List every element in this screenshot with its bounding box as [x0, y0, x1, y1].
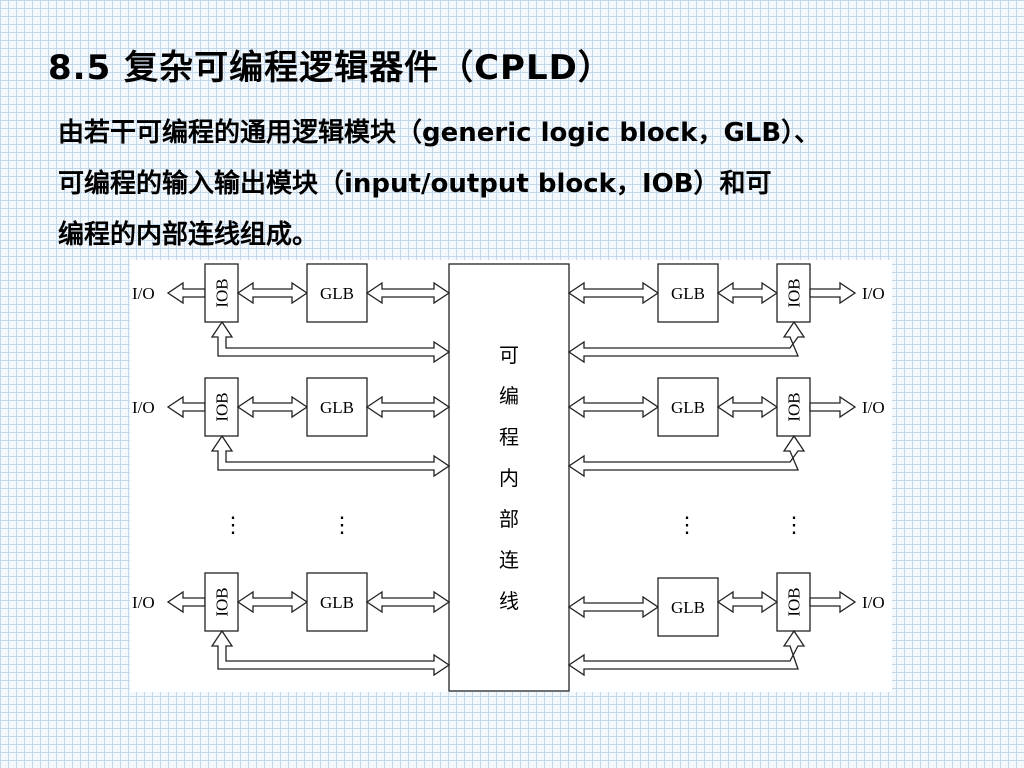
- io-label-right-1: I/O: [862, 284, 885, 303]
- body-line-2: 可编程的输入输出模块（input/output block，IOB）和可: [58, 169, 772, 199]
- ellipsis-2: ⋮: [331, 512, 353, 537]
- interconnect-char: 线: [499, 590, 519, 613]
- glb-bus-arrow-right-3: [567, 595, 660, 619]
- io-arrow-left-3: [166, 590, 206, 614]
- glb-bus-arrow-right-2: [567, 395, 660, 419]
- iob-left-3: [204, 572, 239, 632]
- iob-glb-arrow-right-1: [716, 281, 779, 305]
- iob-left-2-label: IOB: [213, 392, 232, 421]
- io-label-right-2: I/O: [862, 398, 885, 417]
- io-label-left-2: I/O: [132, 398, 155, 417]
- iob-bus-arrow-left-3: [210, 629, 451, 677]
- glb-left-2-label: GLB: [320, 398, 354, 417]
- interconnect-char: 程: [499, 426, 519, 449]
- iob-right-1-label: IOB: [785, 278, 804, 307]
- iob-glb-arrow-right-3: [716, 590, 779, 614]
- ellipsis-4: ⋮: [783, 512, 805, 537]
- io-label-left-1: I/O: [132, 284, 155, 303]
- iob-glb-arrow-left-1: [236, 281, 309, 305]
- interconnect-char: 编: [499, 385, 519, 408]
- iob-left-1-label: IOB: [213, 278, 232, 307]
- glb-right-2-label: GLB: [671, 398, 705, 417]
- glb-bus-arrow-left-1: [365, 281, 451, 305]
- glb-bus-arrow-left-2: [365, 395, 451, 419]
- iob-glb-arrow-left-3: [236, 590, 309, 614]
- glb-right-3: [657, 577, 719, 637]
- glb-right-2: [657, 377, 719, 437]
- io-arrow-left-2: [166, 395, 206, 419]
- interconnect-char: 内: [499, 467, 519, 490]
- slide-body-text: 由若干可编程的通用逻辑模块（generic logic block，GLB）、 …: [58, 108, 1008, 261]
- iob-bus-arrow-right-1: [567, 320, 806, 364]
- iob-bus-arrow-right-2: [567, 434, 806, 478]
- cpld-structure-diagram: 可编程内部连线 I/O IOB GLB GLB IOB I/O I/O IOB GLB GLB IOB…: [130, 260, 892, 692]
- iob-bus-arrow-left-1: [210, 320, 451, 364]
- iob-glb-arrow-left-2: [236, 395, 309, 419]
- glb-left-1-label: GLB: [320, 284, 354, 303]
- io-label-left-3: I/O: [132, 593, 155, 612]
- glb-right-1-label: GLB: [671, 284, 705, 303]
- ellipsis-1: ⋮: [222, 512, 244, 537]
- iob-glb-arrow-right-2: [716, 395, 779, 419]
- io-label-right-3: I/O: [862, 593, 885, 612]
- ellipsis-3: ⋮: [676, 512, 698, 537]
- glb-left-1: [306, 263, 368, 323]
- iob-right-3-label: IOB: [785, 587, 804, 616]
- interconnect-char: 部: [499, 508, 519, 531]
- io-arrow-left-1: [166, 281, 206, 305]
- interconnect-block: [448, 263, 570, 692]
- glb-left-2: [306, 377, 368, 437]
- glb-right-3-label: GLB: [671, 598, 705, 617]
- iob-bus-arrow-right-3: [567, 629, 806, 677]
- glb-bus-arrow-left-3: [365, 590, 451, 614]
- slide-title: 8.5 复杂可编程逻辑器件（CPLD）: [48, 48, 613, 88]
- interconnect-char: 连: [499, 549, 519, 572]
- iob-right-2-label: IOB: [785, 392, 804, 421]
- glb-left-3-label: GLB: [320, 593, 354, 612]
- io-arrow-right-3: [809, 590, 857, 614]
- iob-bus-arrow-left-2: [210, 434, 451, 478]
- interconnect-char: 可: [499, 345, 519, 367]
- body-line-3: 编程的内部连线组成。: [58, 220, 319, 250]
- body-line-1: 由若干可编程的通用逻辑模块（generic logic block，GLB）、: [58, 118, 821, 148]
- glb-bus-arrow-right-1: [567, 281, 660, 305]
- iob-left-1: [204, 263, 239, 323]
- io-arrow-right-1: [809, 281, 857, 305]
- iob-left-2: [204, 377, 239, 437]
- io-arrow-right-2: [809, 395, 857, 419]
- iob-left-3-label: IOB: [213, 587, 232, 616]
